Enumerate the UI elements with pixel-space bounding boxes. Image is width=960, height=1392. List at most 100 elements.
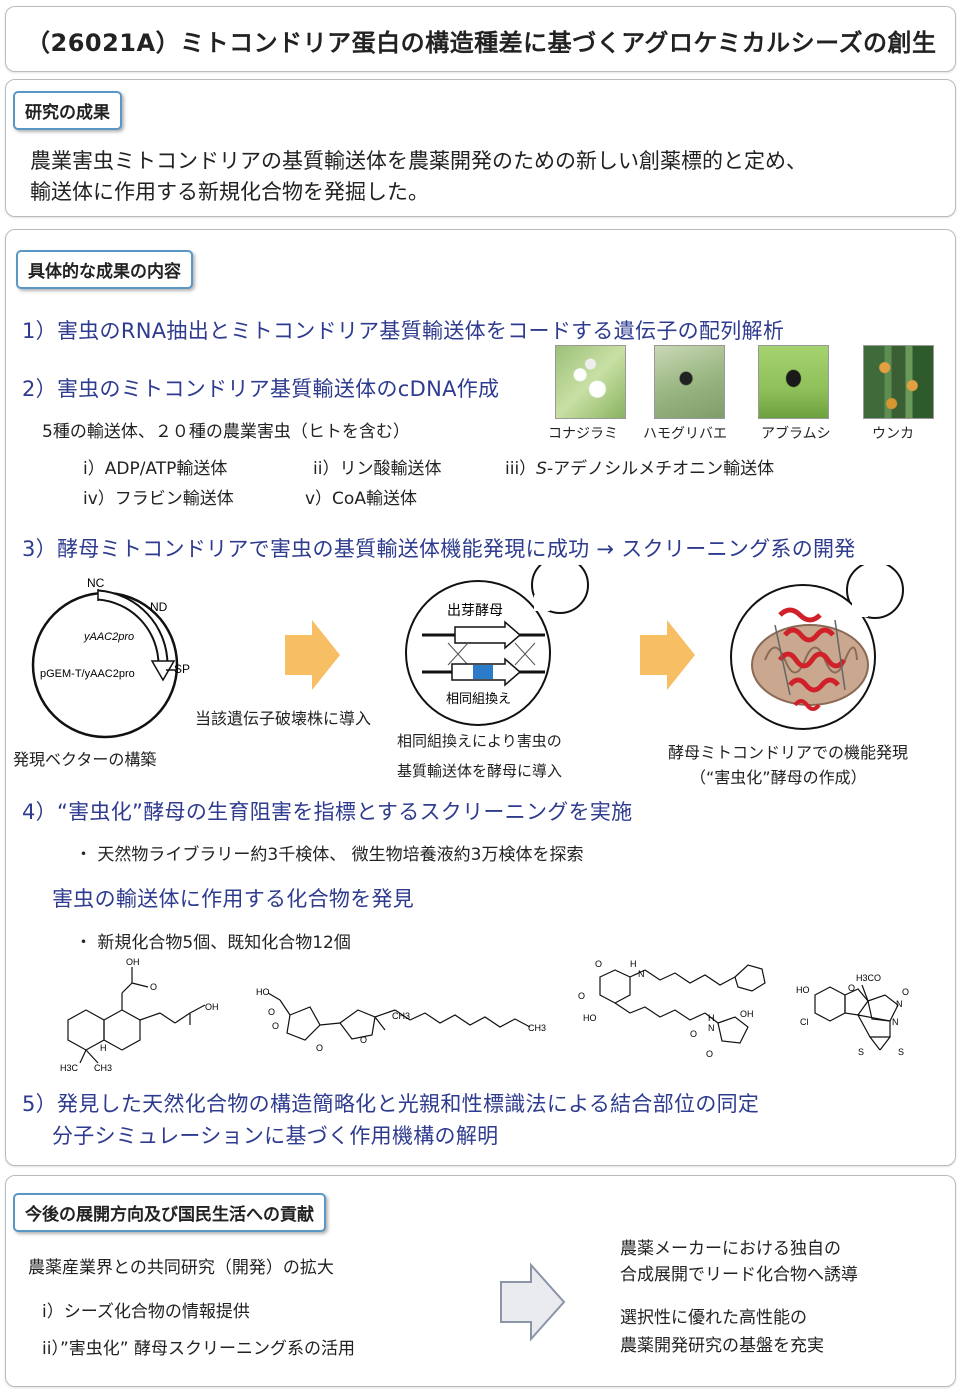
pest-label-2: ハモグリバエ <box>643 426 727 442</box>
c3-n2-label: N <box>708 1023 715 1033</box>
compound-4 <box>814 984 899 1051</box>
yeast-bud-cover-2 <box>852 601 868 617</box>
c2-o-label: O <box>268 1007 275 1017</box>
c2-o2-label: O <box>272 1021 279 1031</box>
discovery-sub: ・ 新規化合物5個、既知化合物12個 <box>75 933 351 953</box>
yeast-bud-cover-1 <box>534 595 550 611</box>
c4-h3co-label: H3CO <box>856 973 881 983</box>
recomb-label: 相同組換え <box>446 692 511 707</box>
item5-line1: 5）発見した天然化合物の構造簡略化と光親和性標識法による結合部位の同定 <box>22 1092 760 1116</box>
page-title: （26021A）ミトコンドリア蛋白の構造種差に基づくアグロケミカルシーズの創生 <box>26 29 937 57</box>
transporter-3-prefix: iii） <box>505 459 537 479</box>
c4-cl-label: Cl <box>800 1017 809 1027</box>
c2-o3-label: O <box>316 1043 323 1053</box>
c3-h2-label: H <box>708 1013 715 1023</box>
results-panel <box>5 79 956 217</box>
c1-oh-label: OH <box>126 957 140 967</box>
compound-3 <box>599 964 766 1044</box>
plasmid-sp-label: SP <box>174 662 190 676</box>
pest-label-3: アブラムシ <box>761 426 831 442</box>
future-right2-line1: 選択性に優れた高性能の <box>620 1308 807 1328</box>
chemical-structures: OH O OH H H3C CH3 HO O O O O CH3 CH3 O H… <box>60 957 909 1073</box>
c3-ho-label: HO <box>583 1013 597 1023</box>
pest-label-4: ウンカ <box>872 426 914 442</box>
c3-o4-label: O <box>706 1049 713 1059</box>
future-arrow <box>500 1262 566 1342</box>
item2-heading: 2）害虫のミトコンドリア基質輸送体のcDNA作成 <box>22 377 500 401</box>
transporter-2: ii）リン酸輸送体 <box>313 459 442 479</box>
item4-heading: 4）“害虫化”酵母の生育阻害を指標とするスクリーニングを実施 <box>22 800 633 824</box>
yeast-cell-1 <box>405 580 551 726</box>
compound-1 <box>67 967 206 1064</box>
pest-photo-aphid <box>758 345 829 419</box>
pest-photo-leafminer <box>654 345 725 419</box>
c4-n-label: N <box>896 999 903 1009</box>
future-right1-line2: 合成展開でリード化合物へ誘導 <box>620 1265 858 1285</box>
process-diagram: NC ND SP yAAC2pro pGEM-T/yAAC2pro 出芽酵母 相… <box>31 565 904 739</box>
future-tag: 今後の展開方向及び国民生活への貢献 <box>13 1193 326 1232</box>
transporter-3: iii）S-アデノシルメチオニン輸送体 <box>505 454 774 479</box>
step3-caption-line2: （“害虫化”酵母の作成） <box>690 768 867 787</box>
plasmid-gene-arrow-inner <box>97 591 167 666</box>
plasmid-nc-label: NC <box>87 576 105 590</box>
compound-2 <box>267 992 531 1041</box>
item5-line2: 分子シミュレーションに基づく作用機構の解明 <box>52 1124 499 1148</box>
c4-n2-label: N <box>892 1017 899 1027</box>
results-tag: 研究の成果 <box>13 91 122 130</box>
step2-caption-line2: 基質輸送体を酵母に導入 <box>397 762 563 780</box>
discovery-heading: 害虫の輸送体に作用する化合物を発見 <box>52 887 415 911</box>
c3-o2-label: O <box>578 991 585 1001</box>
c1-ch3-label: CH3 <box>94 1063 112 1073</box>
plasmid-nd-label: ND <box>150 600 168 614</box>
future-right1-line1: 農薬メーカーにおける独自の <box>620 1239 841 1259</box>
item3-heading: 3）酵母ミトコンドリアで害虫の基質輸送体機能発現に成功 → スクリーニング系の開… <box>22 537 856 561</box>
pest-photo-planthopper <box>863 345 934 419</box>
step-arrow-1 <box>285 620 340 690</box>
step1-arrow-label: 当該遺伝子破壊株に導入 <box>195 709 372 728</box>
future-left-ii: ii）”害虫化” 酵母スクリーニング系の活用 <box>42 1339 355 1359</box>
future-left-title: 農薬産業界との共同研究（開発）の拡大 <box>28 1258 334 1278</box>
pest-label-1: コナジラミ <box>548 426 618 442</box>
c3-n-label: N <box>638 969 645 979</box>
inserted-gene <box>473 665 493 679</box>
c1-o-label: O <box>150 982 157 992</box>
c2-o4-label: O <box>360 1035 367 1045</box>
future-right2-line2: 農薬開発研究の基盤を充実 <box>620 1336 824 1356</box>
crossover-4 <box>514 642 536 666</box>
c3-o3-label: O <box>690 1029 697 1039</box>
step-arrow-2 <box>640 620 695 690</box>
protein-structure <box>774 607 847 711</box>
transporter-1: i）ADP/ATP輸送体 <box>83 459 228 479</box>
results-text-line1: 農業害虫ミトコンドリアの基質輸送体を農薬開発のための新しい創薬標的と定め、 <box>30 149 807 173</box>
item4-sub: ・ 天然物ライブラリー約3千検体、 微生物培養液約3万検体を探索 <box>75 845 584 865</box>
c1-h-label: H <box>100 1043 107 1053</box>
c4-o-label: O <box>848 983 855 993</box>
c2-ho-label: HO <box>256 987 270 997</box>
c4-s2-label: S <box>898 1047 904 1057</box>
results-text-line2: 輸送体に作用する新規化合物を発掘した。 <box>30 180 429 204</box>
yeast-label: 出芽酵母 <box>447 603 503 619</box>
c3-oh-label: OH <box>740 1009 754 1019</box>
plasmid-gene-label: yAAC2pro <box>83 631 134 643</box>
dna-gene-top <box>454 620 522 650</box>
c4-s-label: S <box>858 1047 864 1057</box>
item1-heading: 1）害虫のRNA抽出とミトコンドリア基質輸送体をコードする遺伝子の配列解析 <box>22 319 785 343</box>
step1-caption: 発現ベクターの構築 <box>13 750 157 769</box>
c3-h-label: H <box>630 959 637 969</box>
future-arrow-shape <box>500 1262 566 1342</box>
crossover-2 <box>447 642 469 666</box>
c4-o2-label: O <box>902 987 909 997</box>
title-panel: （26021A）ミトコンドリア蛋白の構造種差に基づくアグロケミカルシーズの創生 <box>5 6 956 72</box>
step3-caption-line1: 酵母ミトコンドリアでの機能発現 <box>668 743 909 762</box>
c3-o-label: O <box>595 959 602 969</box>
details-tag: 具体的な成果の内容 <box>16 250 193 289</box>
c2-ch3-label: CH3 <box>392 1011 410 1021</box>
plasmid-vector-label: pGEM-T/yAAC2pro <box>40 668 135 680</box>
item2-sub: 5種の輸送体、２０種の農業害虫（ヒトを含む） <box>42 422 410 442</box>
transporter-4: iv）フラビン輸送体 <box>83 489 234 509</box>
c2-ch3b-label: CH3 <box>528 1023 546 1033</box>
transporter-3-rest: -アデノシルメチオニン輸送体 <box>546 459 775 479</box>
transporter-5: v）CoA輸送体 <box>305 489 417 509</box>
future-left-i: i）シーズ化合物の情報提供 <box>42 1302 250 1322</box>
step2-caption-line1: 相同組換えにより害虫の <box>397 732 562 750</box>
